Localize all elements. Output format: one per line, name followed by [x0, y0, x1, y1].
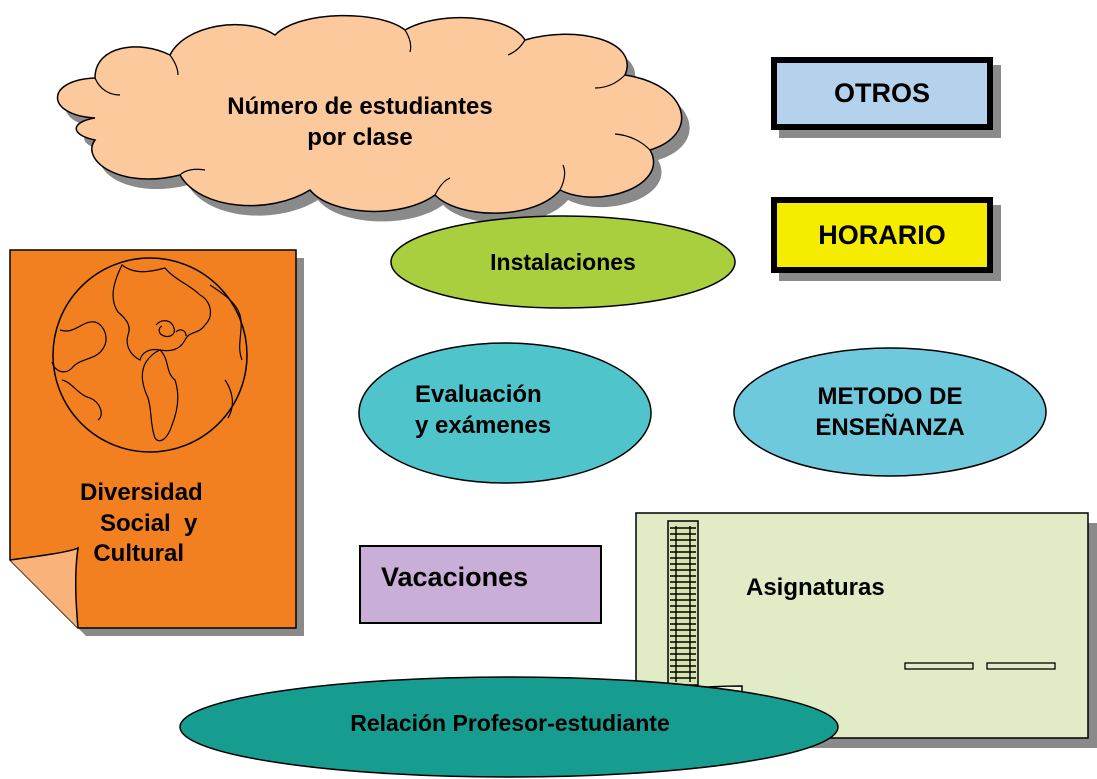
metodo-ellipse — [733, 347, 1047, 477]
evaluacion-label: Evaluación y exámenes — [415, 381, 552, 439]
numero-estudiantes-label: Número de estudiantes por clase — [227, 93, 493, 151]
relacion-label: Relación Profesor-estudiante — [350, 710, 670, 736]
globe-continents — [51, 264, 243, 442]
evaluacion-ellipse — [358, 342, 652, 484]
vacaciones-label: Vacaciones — [381, 562, 529, 592]
metodo-label: METODO DE ENSEÑANZA — [815, 383, 965, 441]
note-binding-icon — [667, 520, 699, 686]
instalaciones-ellipse — [390, 215, 736, 309]
note-shape — [635, 512, 1089, 739]
note-line-1 — [904, 662, 974, 670]
horario-box: HORARIO — [771, 197, 993, 273]
document-fold — [9, 546, 79, 629]
otros-box: OTROS — [771, 57, 993, 130]
otros-label: OTROS — [833, 78, 930, 108]
globe-icon — [52, 257, 248, 453]
cloud-inner-arcs — [94, 29, 651, 196]
relacion-ellipse — [179, 676, 839, 778]
horario-label: HORARIO — [818, 219, 946, 250]
document-shape — [9, 249, 297, 629]
cloud-shape — [56, 14, 683, 214]
note-line-2 — [986, 662, 1056, 670]
diversidad-label: Diversidad Social y Cultural — [80, 479, 203, 568]
asignaturas-label: Asignaturas — [746, 574, 885, 601]
instalaciones-label: Instalaciones — [490, 249, 636, 275]
vacaciones-box: Vacaciones — [359, 545, 602, 624]
